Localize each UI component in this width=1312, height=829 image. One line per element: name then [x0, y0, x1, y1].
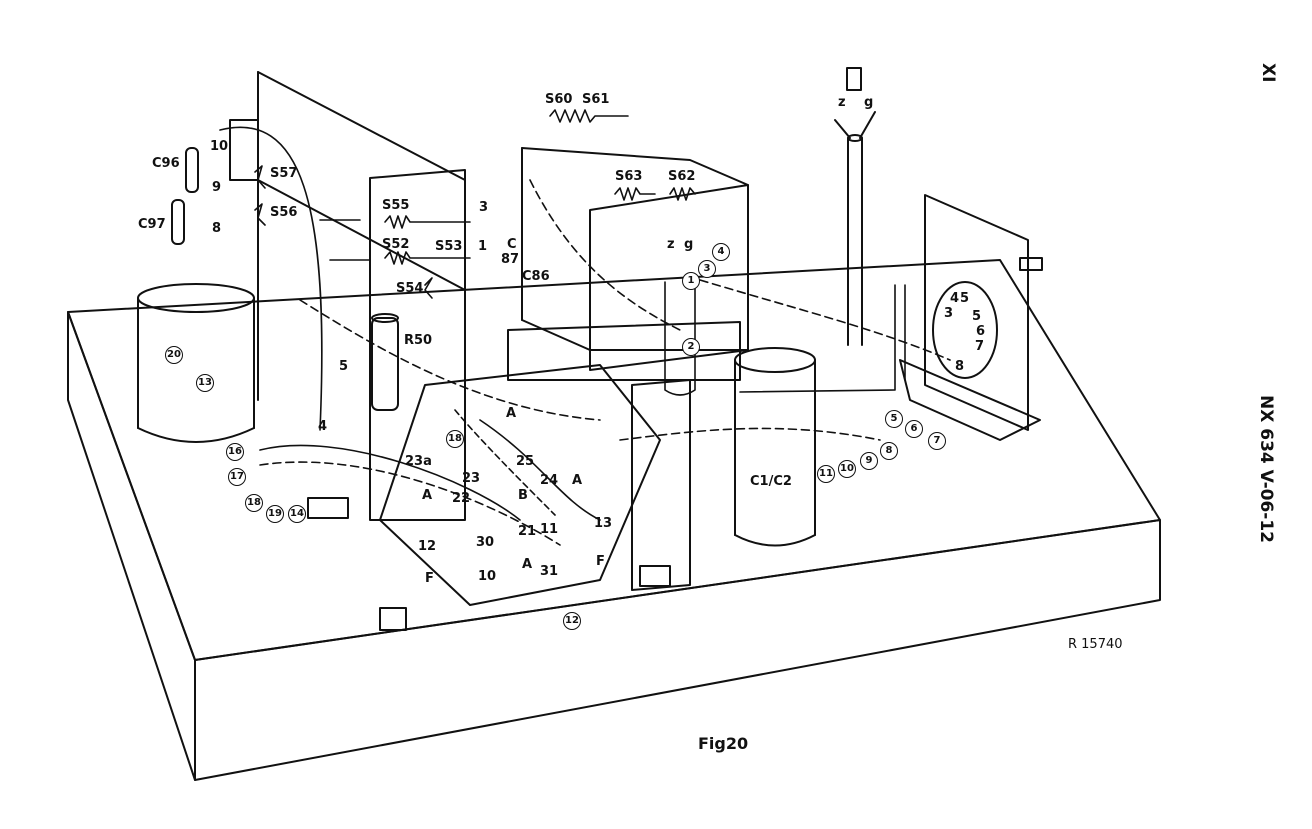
label-n10: 10: [478, 569, 497, 584]
label-c87b: 87: [501, 252, 520, 267]
antenna-pole: [834, 67, 876, 346]
label-g1: g: [684, 237, 694, 252]
resistors: [254, 109, 696, 299]
marker-20: 20: [165, 346, 183, 364]
label-c1c2: C1/C2: [750, 474, 792, 489]
marker-19: 19: [266, 505, 284, 523]
marker-11: 11: [817, 465, 835, 483]
marker-4: 4: [712, 243, 730, 261]
label-t8: 8: [212, 221, 222, 236]
marker-16: 16: [226, 443, 244, 461]
marker-10: 10: [838, 460, 856, 478]
label-a2: A: [422, 488, 433, 503]
capacitor-c1c2: [734, 347, 816, 547]
label-g2: g: [864, 95, 874, 110]
socket-pin-8: 8: [955, 359, 965, 374]
right-bracket: [899, 194, 1043, 441]
label-n13: 13: [594, 516, 613, 531]
page-marker: XI: [1258, 63, 1278, 83]
socket-pin-6: 6: [976, 324, 986, 339]
label-z2: z: [838, 95, 846, 110]
resistor-r50: [371, 313, 399, 411]
label-c97: C97: [138, 217, 166, 232]
doc-code: NX 634 V-06-12: [1256, 395, 1276, 544]
label-s61: S61: [582, 92, 610, 107]
marker-7: 7: [928, 432, 946, 450]
label-t5: 5: [339, 359, 349, 374]
marker-14: 14: [288, 505, 306, 523]
label-t1: 1: [478, 239, 488, 254]
wire-harness: [219, 126, 951, 546]
label-s53: S53: [435, 239, 463, 254]
marker-9: 9: [860, 452, 878, 470]
label-t9: 9: [212, 180, 222, 195]
marker-12: 12: [563, 612, 581, 630]
label-n23a: 23a: [405, 454, 432, 469]
marker-2: 2: [682, 338, 700, 356]
label-s52: S52: [382, 237, 410, 252]
label-s55: S55: [382, 198, 410, 213]
label-n31: 31: [540, 564, 559, 579]
label-t3: 3: [479, 200, 489, 215]
socket-pin-3: 3: [944, 306, 954, 321]
label-f2: F: [596, 554, 605, 569]
marker-1: 1: [682, 272, 700, 290]
label-s63: S63: [615, 169, 643, 184]
label-f1: F: [425, 571, 434, 586]
label-a4: A: [522, 557, 533, 572]
socket-pin-7: 7: [975, 339, 985, 354]
label-n12: 12: [418, 539, 437, 554]
standoffs: [307, 497, 671, 631]
label-r50: R50: [404, 333, 433, 348]
marker-18: 18: [245, 494, 263, 512]
socket-pin-4: 4: [950, 291, 960, 306]
socket-pin-5b: 5: [972, 309, 982, 324]
marker-13: 13: [196, 374, 214, 392]
label-n25: 25: [516, 454, 535, 469]
tube-socket-panel: [379, 364, 661, 606]
cylinder-left: [137, 283, 255, 443]
marker-18b: 18: [446, 430, 464, 448]
label-a3: A: [572, 473, 583, 488]
label-a1: A: [506, 406, 517, 421]
middle-bracket: [631, 379, 691, 591]
label-n30: 30: [476, 535, 495, 550]
marker-3: 3: [698, 260, 716, 278]
marker-8: 8: [880, 442, 898, 460]
marker-6: 6: [905, 420, 923, 438]
label-c86: C86: [522, 269, 550, 284]
label-t10: 10: [210, 139, 229, 154]
label-c96: C96: [152, 156, 180, 171]
label-n21: 21: [518, 524, 537, 539]
label-s62: S62: [668, 169, 696, 184]
label-z1: z: [667, 237, 675, 252]
capacitor-c96: [185, 147, 199, 193]
marker-17: 17: [228, 468, 246, 486]
label-c87a: C: [507, 237, 517, 252]
capacitor-c97: [171, 199, 185, 245]
label-t4: 4: [318, 419, 328, 434]
label-s57: S57: [270, 166, 298, 181]
label-n11: 11: [540, 522, 559, 537]
marker-5: 5: [885, 410, 903, 428]
label-n24: 24: [540, 473, 559, 488]
label-s54: S54: [396, 281, 424, 296]
ref-number: R 15740: [1068, 637, 1123, 652]
figure-caption: Fig20: [698, 734, 749, 753]
label-b: B: [518, 488, 528, 503]
socket-pin-5: 5: [960, 291, 970, 306]
label-s56: S56: [270, 205, 298, 220]
label-n22: 22: [452, 491, 471, 506]
label-s60: S60: [545, 92, 573, 107]
label-n23: 23: [462, 471, 481, 486]
